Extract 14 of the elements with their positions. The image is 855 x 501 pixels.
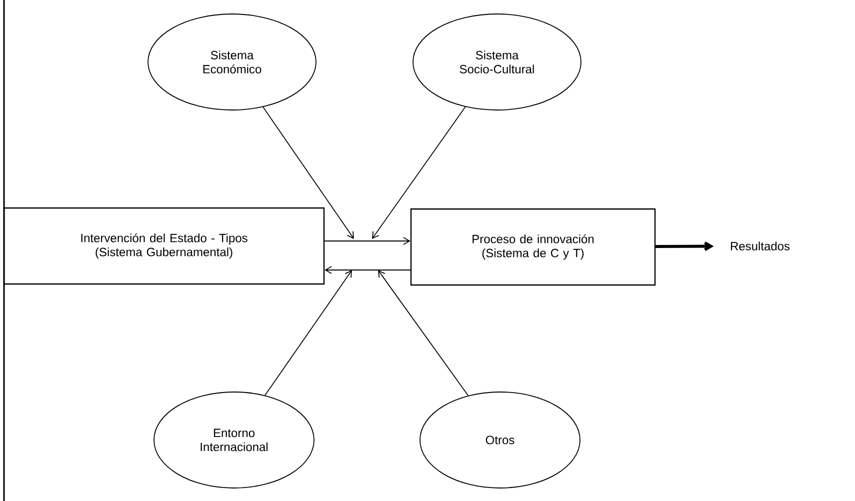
arrow	[264, 270, 352, 396]
arrow	[378, 270, 469, 396]
arrow	[324, 266, 411, 274]
ellipse-node: Otros	[420, 392, 580, 488]
ellipse-node: Sistema Socio-Cultural	[412, 14, 582, 110]
arrow	[656, 241, 714, 252]
ellipse-node: Sistema Económico	[148, 14, 316, 110]
arrow	[262, 106, 354, 239]
ellipse-node: Entorno Internacional	[154, 392, 314, 488]
arrow	[372, 106, 466, 239]
process-box: Proceso de innovación (Sistema de C y T)	[410, 208, 656, 286]
process-box: Intervención del Estado - Tipos (Sistema Gubernamental)	[3, 207, 325, 285]
arrow	[324, 237, 410, 245]
result-label: Resultados	[730, 242, 790, 250]
